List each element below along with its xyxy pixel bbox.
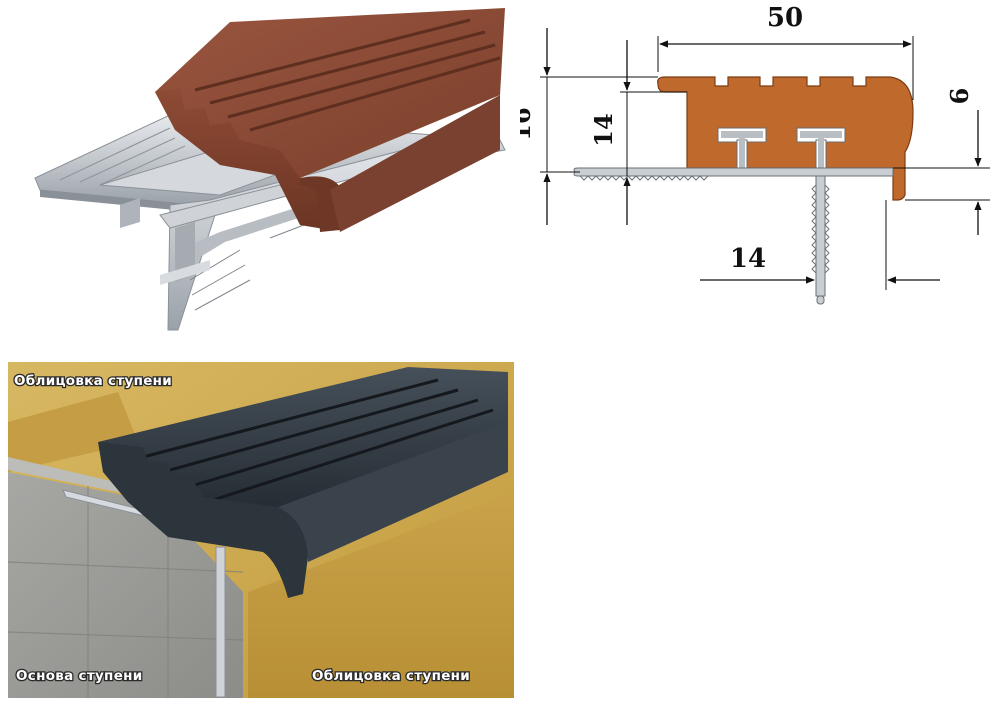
profile-section-body xyxy=(657,76,914,201)
dim-label-right-lip: 6 xyxy=(945,88,974,105)
label-riser-cladding: Облицовка ступени xyxy=(312,668,470,684)
label-tread-cladding-top: Облицовка ступени xyxy=(14,373,172,389)
label-step-base: Основа ступени xyxy=(16,668,143,684)
dimension-inner-height: 14 xyxy=(589,40,687,225)
aluminum-flange-section xyxy=(573,167,894,305)
installation-illustration: Облицовка ступени Основа ступени Облицов… xyxy=(8,362,514,698)
dimension-left-height: 16 xyxy=(520,28,658,225)
rubber-insert-brown xyxy=(155,8,505,232)
dimension-bottom-offset: 14 xyxy=(700,200,940,290)
dimension-top-width: 50 xyxy=(657,3,914,100)
cross-section-drawing: 50 16 14 6 14 xyxy=(520,0,1000,320)
riser-cladding-front xyxy=(248,492,514,698)
dim-label-left-height: 16 xyxy=(520,107,536,140)
dimension-right-lip: 6 xyxy=(893,88,990,235)
t-slot-right xyxy=(796,127,846,169)
t-slot-left xyxy=(717,127,767,169)
dim-label-inner-height: 14 xyxy=(589,113,618,146)
rubber-insert-black xyxy=(98,367,508,598)
nosing-3d-render xyxy=(0,0,520,340)
dim-label-top-width: 50 xyxy=(767,3,803,33)
dim-label-bottom-offset: 14 xyxy=(730,244,766,274)
